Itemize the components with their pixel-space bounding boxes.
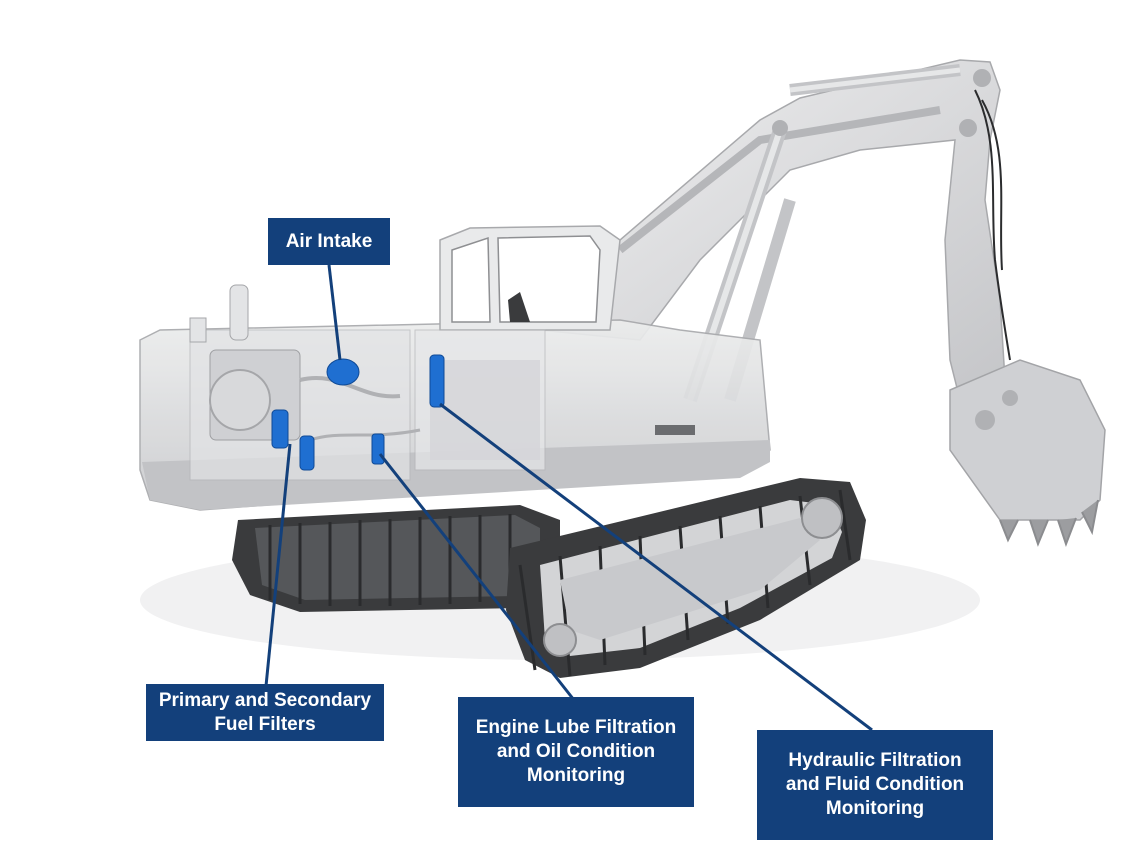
fuel-filter-primary-highlight (271, 409, 289, 449)
bucket (949, 359, 1106, 547)
label-fuel-filters-line-2: Fuel Filters (214, 713, 316, 735)
label-air-intake-line-1: Air Intake (285, 230, 373, 252)
label-engine-lube-line-2: and Oil Condition (496, 741, 656, 762)
leader-line-fuel-filters (264, 443, 292, 687)
label-hydraulic-line-3: Monitoring (825, 798, 925, 819)
leader-line-air-intake (327, 264, 342, 361)
label-fuel-filters-line-1: Primary and Secondary (158, 689, 372, 711)
leader-lines (264, 264, 873, 732)
hydraulic-filter-highlight (429, 354, 445, 408)
leader-line-engine-lube (378, 453, 576, 701)
front-track (506, 478, 866, 678)
label-engine-lube-line-1: Engine Lube Filtration (475, 717, 677, 738)
highlighted-components (271, 354, 445, 471)
rear-track (232, 505, 560, 612)
label-hydraulic-line-1: Hydraulic Filtration (788, 750, 962, 771)
label-hydraulic: Hydraulic Filtration and Fluid Condition… (757, 730, 993, 840)
label-engine-lube-line-3: Monitoring (526, 765, 626, 786)
oil-filter-highlight (371, 433, 385, 465)
fuel-filter-secondary-highlight (299, 435, 315, 471)
leader-line-hydraulic (439, 402, 873, 732)
label-hydraulic-line-2: and Fluid Condition (785, 774, 965, 795)
air-filter-highlight (326, 358, 360, 386)
label-fuel-filters: Primary and Secondary Fuel Filters (146, 684, 384, 741)
label-air-intake: Air Intake (268, 218, 390, 265)
label-engine-lube: Engine Lube Filtration and Oil Condition… (458, 697, 694, 807)
